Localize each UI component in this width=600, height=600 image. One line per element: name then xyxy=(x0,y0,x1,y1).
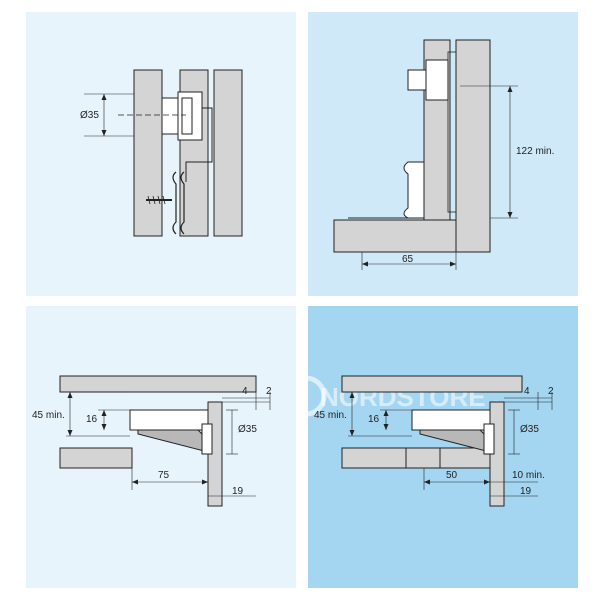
diagram-top-left: Ø35 xyxy=(80,69,243,237)
dim-50: 50 xyxy=(446,470,458,481)
dim-19: 19 xyxy=(520,486,532,497)
shelf-board xyxy=(59,447,133,469)
dim-diameter-35: Ø35 xyxy=(238,424,257,435)
top-board xyxy=(59,375,257,393)
diagram-bottom-right: NORDSTORE it 4 2 Ø35 45 min. xyxy=(308,375,554,507)
hinge-cup xyxy=(129,409,209,431)
top-board xyxy=(341,375,523,393)
hinge-arm xyxy=(185,107,213,182)
dim-10-min: 10 min. xyxy=(512,470,545,481)
hinge-cup xyxy=(411,409,491,431)
dim-65: 65 xyxy=(402,254,414,265)
dim-45-min: 45 min. xyxy=(314,410,347,421)
shelf-board xyxy=(341,447,407,469)
dim-19: 19 xyxy=(232,486,244,497)
hinge-arm xyxy=(137,429,209,453)
dim-16: 16 xyxy=(368,414,380,425)
dim-diameter-35: Ø35 xyxy=(520,424,539,435)
dim-75: 75 xyxy=(158,470,170,481)
dim-4: 4 xyxy=(242,386,248,397)
dim-diameter-35: Ø35 xyxy=(80,110,99,121)
mounting-plate xyxy=(403,161,425,219)
diagram-bottom-left: 4 2 Ø35 45 min. 16 75 19 xyxy=(32,375,272,507)
panel-top-right: 122 min. 65 xyxy=(308,12,578,296)
panel-top-left: Ø35 xyxy=(26,12,296,296)
dim-16: 16 xyxy=(86,414,98,425)
dim-4: 4 xyxy=(524,386,530,397)
dim-2: 2 xyxy=(548,386,554,397)
mounting-plate xyxy=(172,171,177,235)
dim-122-min: 122 min. xyxy=(516,146,554,157)
hinge-arm xyxy=(407,69,427,91)
hinge-cup xyxy=(425,59,449,101)
dim-2: 2 xyxy=(266,386,272,397)
panel-bottom-right: NORDSTORE it 4 2 Ø35 45 min. xyxy=(308,306,578,588)
hinge-cup xyxy=(161,97,181,135)
dim-45-min: 45 min. xyxy=(32,410,65,421)
cabinet-bottom xyxy=(333,219,457,253)
panel-bottom-left: 4 2 Ø35 45 min. 16 75 19 xyxy=(26,306,296,588)
cabinet-side-outer xyxy=(213,69,243,237)
cabinet-side xyxy=(455,39,491,253)
door-panel xyxy=(133,69,163,237)
diagram-top-right: 122 min. 65 xyxy=(333,39,554,270)
screw-icon xyxy=(146,195,172,205)
